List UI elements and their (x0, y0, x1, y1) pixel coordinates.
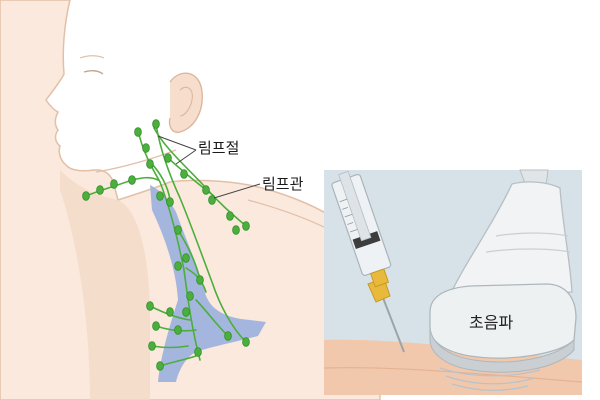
needle (379, 289, 405, 353)
neck-shading (60, 170, 150, 400)
lymph-node (174, 325, 182, 335)
probe-grip-line (495, 232, 569, 237)
lymph-vessel-leader (213, 183, 261, 199)
lymph-node (226, 211, 234, 221)
eye (83, 69, 104, 75)
lymph-node (224, 331, 232, 341)
lymph-node (82, 191, 90, 201)
lymph-node (196, 275, 204, 285)
lymph-node (142, 143, 150, 153)
lymph-node-leader (157, 135, 197, 151)
eyebrow (79, 55, 105, 59)
lymph-node (166, 197, 174, 207)
lymph-node-label: 림프절 (198, 139, 240, 157)
lymph-node (242, 337, 250, 347)
lymph-node (134, 127, 142, 137)
lymph-node (232, 225, 240, 235)
lymph-node (128, 175, 136, 185)
lymph-node (152, 119, 160, 129)
ear (168, 72, 203, 133)
jaw-line (95, 149, 177, 173)
lymph-node (182, 307, 190, 317)
lymph-node (202, 185, 210, 195)
lymph-node (208, 195, 216, 205)
lymph-node (110, 179, 118, 189)
syringe-tip (370, 268, 390, 288)
ear-inner (179, 86, 193, 117)
leader-lines (157, 135, 261, 199)
lymph-node (164, 153, 172, 163)
lymph-node (96, 185, 104, 195)
lymph-node (182, 253, 190, 263)
lymph-node (180, 169, 188, 179)
ultrasound-label: 초음파 (469, 313, 514, 332)
syringe (331, 170, 405, 353)
shoulder-line (247, 199, 331, 231)
lymph-node (242, 221, 250, 231)
lymph-vessel-label: 림프관 (262, 175, 304, 193)
lymph-node (194, 347, 202, 357)
ultrasound-waves (439, 367, 541, 391)
syringe-plunger-seal (352, 231, 381, 250)
lymph-node (146, 301, 154, 311)
syringe-scale (339, 198, 358, 233)
lymph-node (148, 341, 156, 351)
lymph-node (186, 291, 194, 301)
lymph-node (156, 361, 164, 371)
lymph-nodes (82, 119, 250, 371)
lymph-node-leader-2 (175, 149, 197, 165)
probe-face (429, 327, 575, 373)
lymph-node (152, 321, 160, 331)
ultrasound-probe (429, 169, 577, 373)
lymph-node (174, 261, 182, 271)
lymph-node (146, 159, 154, 169)
probe-handle (447, 181, 573, 301)
lymph-node (166, 307, 174, 317)
ultrasound-inset (323, 169, 583, 395)
head-and-neck (0, 0, 381, 400)
lymph-node (156, 191, 164, 201)
lymph-node (174, 225, 182, 235)
probe-grip-line-2 (485, 248, 571, 253)
syringe-plunger-rod (338, 170, 372, 242)
skin-layer-line (323, 367, 583, 383)
